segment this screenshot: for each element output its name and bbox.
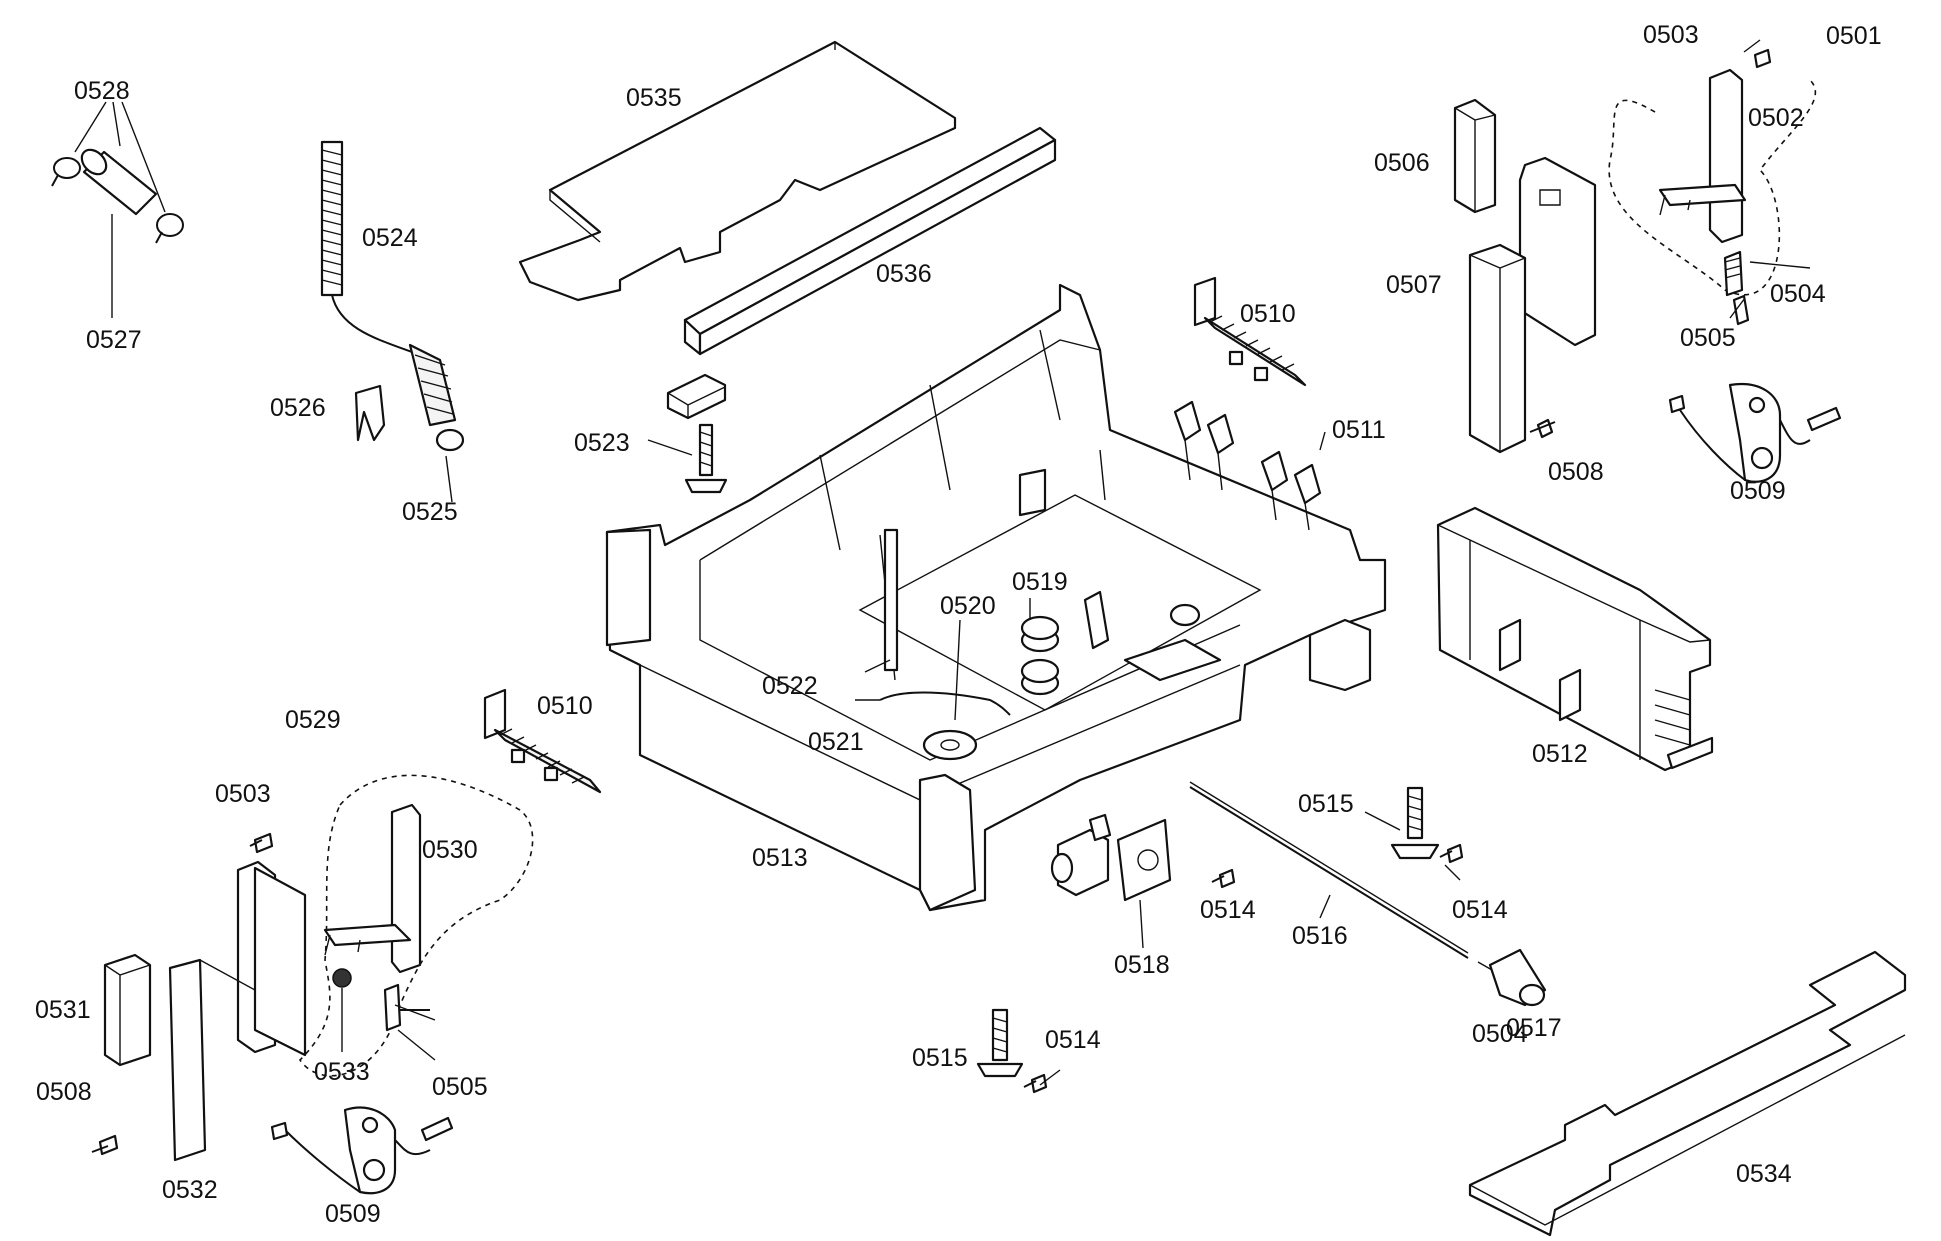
label-0524: 0524: [362, 224, 418, 252]
label-0514-c: 0514: [1045, 1026, 1101, 1054]
label-0536: 0536: [876, 260, 932, 288]
label-0514-a: 0514: [1200, 896, 1256, 924]
label-0526: 0526: [270, 394, 326, 422]
label-0505: 0505: [1680, 324, 1736, 352]
label-0513: 0513: [752, 844, 808, 872]
label-0518: 0518: [1114, 951, 1170, 979]
label-0515-a: 0515: [1298, 790, 1354, 818]
label-0528: 0528: [74, 77, 130, 105]
side-bracket-part-left: [91, 832, 307, 1162]
float-switch-part: [647, 373, 728, 494]
label-0508-lower: 0508: [36, 1078, 92, 1106]
label-0525: 0525: [402, 498, 458, 526]
label-0531: 0531: [35, 996, 91, 1024]
base-tub-part: [605, 283, 1387, 912]
part-labels: 0501 0502 0503 0503 0504 0504 0505 0505 …: [35, 21, 1882, 1228]
label-0515-b: 0515: [912, 1044, 968, 1072]
screws-and-feet-part: [976, 786, 1464, 1094]
label-0514-b: 0514: [1452, 896, 1508, 924]
door-lock-motor-part-upper: [1668, 382, 1842, 483]
label-0504: 0504: [1770, 280, 1826, 308]
hinge-spring-part-upper: [1193, 276, 1307, 387]
hose-connector-part: [51, 101, 184, 318]
label-0521: 0521: [808, 728, 864, 756]
label-0533: 0533: [314, 1058, 370, 1086]
label-0501: 0501: [1826, 22, 1882, 50]
top-panel-part: [518, 40, 957, 302]
label-0535: 0535: [626, 84, 682, 112]
hinge-spring-part-lower: [483, 688, 602, 794]
label-0530: 0530: [422, 836, 478, 864]
label-0511: 0511: [1332, 416, 1386, 444]
rail-bar-part: [683, 126, 1057, 356]
label-0509-lower: 0509: [325, 1200, 381, 1228]
label-0504-lower: 0504: [1472, 1020, 1528, 1048]
bottom-panel-part: [1468, 950, 1907, 1237]
label-0510-lower: 0510: [537, 692, 593, 720]
inlet-valve-part: [1050, 813, 1172, 949]
label-0506: 0506: [1374, 149, 1430, 177]
label-0502: 0502: [1748, 104, 1804, 132]
label-0505-lower: 0505: [432, 1073, 488, 1101]
label-0527: 0527: [86, 326, 142, 354]
label-0532: 0532: [162, 1176, 218, 1204]
hinge-assembly-part-lower: [298, 774, 534, 1077]
label-0512: 0512: [1532, 740, 1588, 768]
label-0516: 0516: [1292, 922, 1348, 950]
label-0517: 0517: [1506, 1014, 1562, 1042]
hinge-assembly-part-upper: [1608, 39, 1817, 326]
clip-brackets-part: [1173, 400, 1326, 531]
label-0522: 0522: [762, 672, 818, 700]
label-0508: 0508: [1548, 458, 1604, 486]
label-0507: 0507: [1386, 271, 1442, 299]
control-module-part: [1436, 506, 1714, 772]
label-0509: 0509: [1730, 477, 1786, 505]
door-lock-motor-part-lower: [270, 1106, 454, 1195]
label-0520: 0520: [940, 592, 996, 620]
label-0503: 0503: [1643, 21, 1699, 49]
label-0534: 0534: [1736, 1160, 1792, 1188]
label-0510: 0510: [1240, 300, 1296, 328]
label-0529: 0529: [285, 706, 341, 734]
rod-and-end-part: [1189, 781, 1547, 1007]
side-bracket-part-right: [1453, 98, 1597, 454]
label-0503-lower: 0503: [215, 780, 271, 808]
spring-hose-part: [320, 140, 465, 503]
leader-lines: [394, 261, 1811, 1061]
label-0523: 0523: [574, 429, 630, 457]
label-0519: 0519: [1012, 568, 1068, 596]
